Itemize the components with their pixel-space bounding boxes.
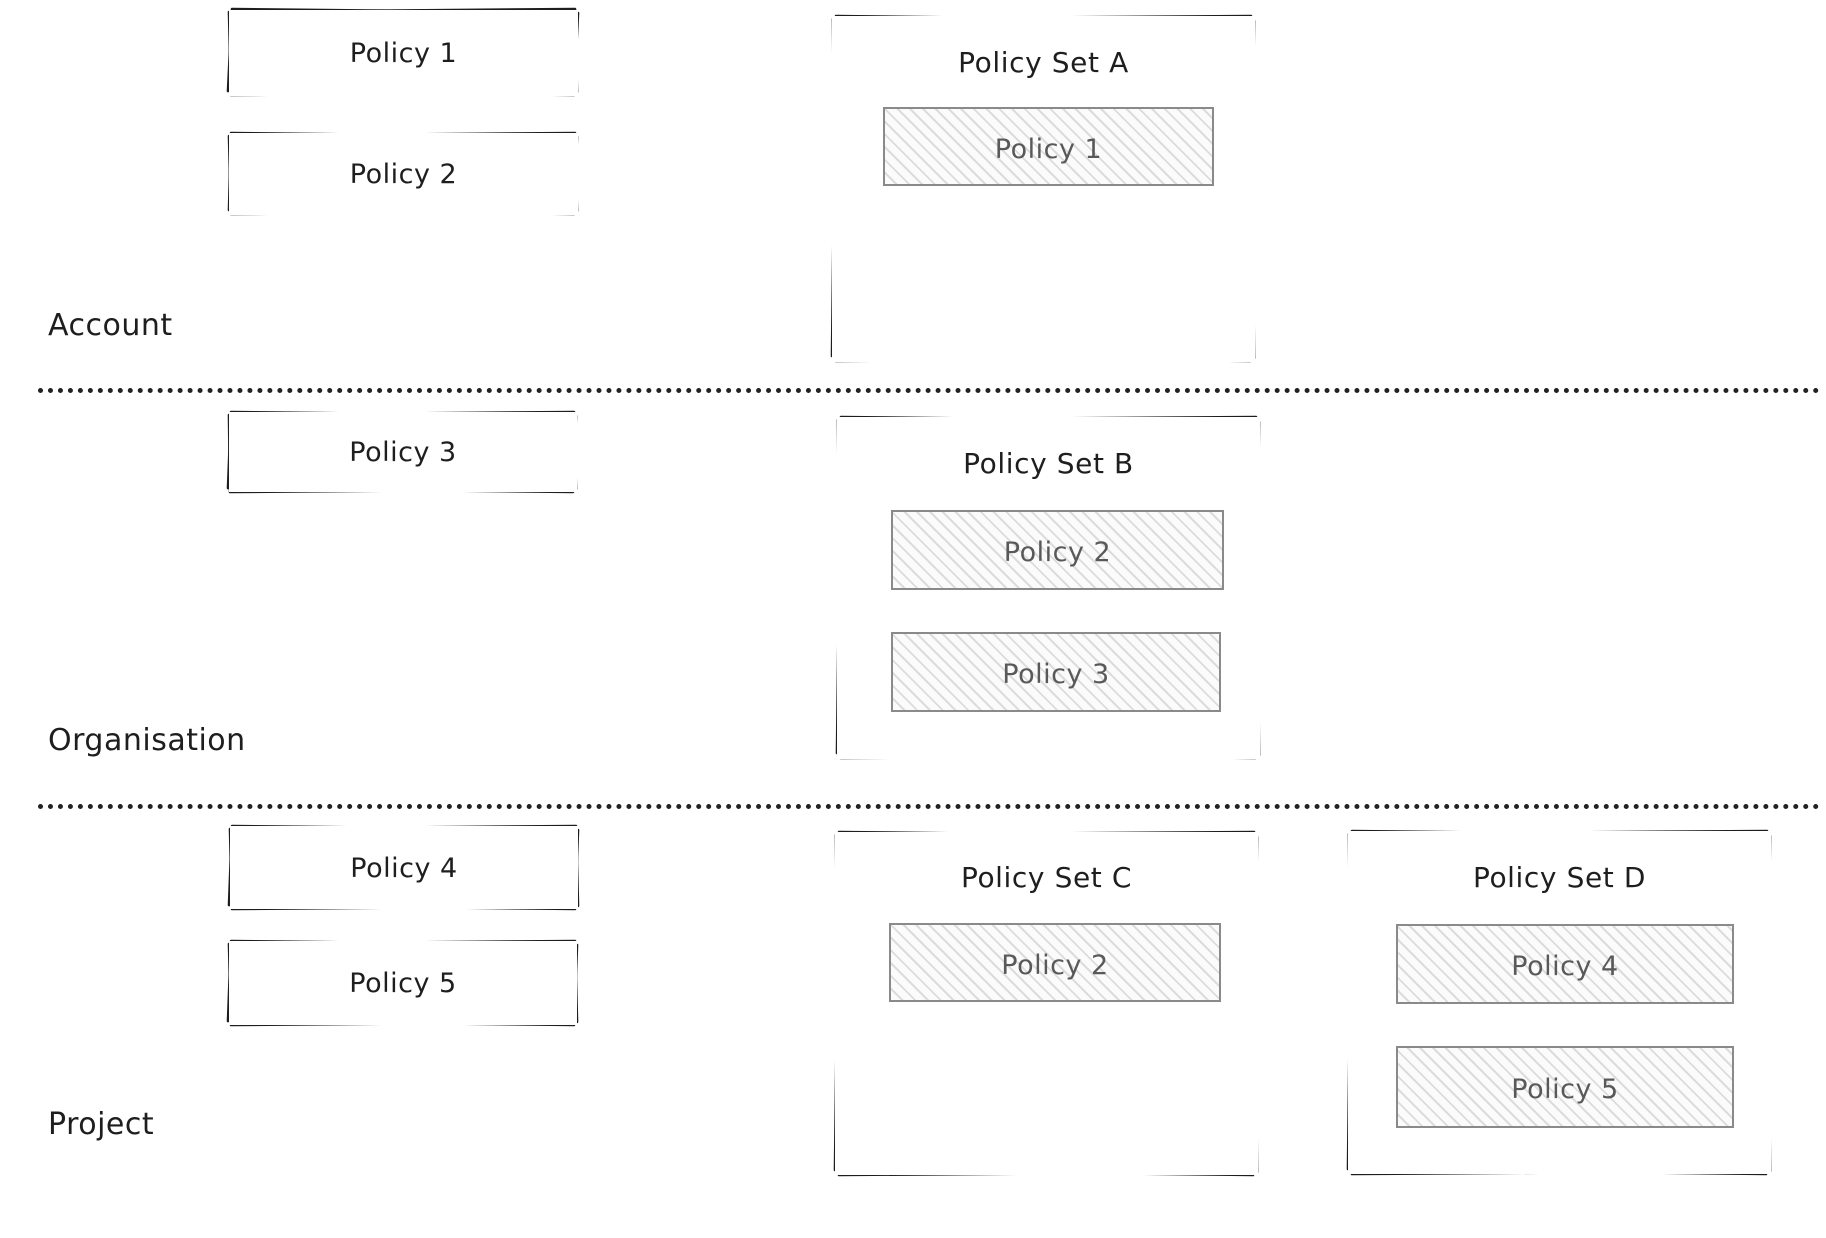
policy-set-title: Policy Set D	[1472, 861, 1647, 894]
policy-chip-label: Policy 5	[1511, 1074, 1619, 1105]
policy-chip-d-2[interactable]: Policy 5	[1396, 1046, 1734, 1128]
tier-label-organisation: Organisation	[48, 723, 246, 758]
policy-chip-a-1[interactable]: Policy 1	[883, 107, 1214, 186]
policy-chip-label: Policy 3	[1002, 659, 1110, 690]
policy-chip-label: Policy 2	[1003, 537, 1112, 568]
policy-chip-b-2[interactable]: Policy 3	[891, 632, 1221, 712]
policy-chip-c-1[interactable]: Policy 2	[889, 923, 1221, 1002]
policy-box-label: Policy 1	[349, 38, 458, 69]
tier-divider-organisation	[38, 804, 1820, 809]
policy-box-account-2[interactable]: Policy 2	[229, 133, 578, 215]
policy-set-c[interactable]: Policy Set C Policy 2	[835, 832, 1258, 1175]
policy-set-title: Policy Set B	[963, 447, 1134, 480]
policy-box-account-1[interactable]: Policy 1	[229, 10, 578, 96]
policy-box-label: Policy 5	[349, 968, 457, 999]
policy-chip-label: Policy 2	[1001, 950, 1109, 981]
policy-box-label: Policy 3	[349, 437, 457, 468]
policy-box-organisation-1[interactable]: Policy 3	[229, 412, 577, 492]
policy-set-title: Policy Set C	[960, 861, 1133, 894]
tier-label-account: Account	[48, 308, 173, 343]
policy-chip-label: Policy 1	[994, 134, 1103, 165]
tier-divider-account	[38, 388, 1820, 393]
policy-chip-d-1[interactable]: Policy 4	[1396, 924, 1734, 1004]
policy-set-b[interactable]: Policy Set B Policy 2 Policy 3	[837, 417, 1260, 759]
policy-set-title: Policy Set A	[958, 46, 1129, 79]
policy-set-d[interactable]: Policy Set D Policy 4 Policy 5	[1348, 831, 1771, 1174]
policy-box-project-2[interactable]: Policy 5	[229, 941, 577, 1025]
policy-box-project-1[interactable]: Policy 4	[230, 826, 578, 909]
tier-label-project: Project	[48, 1107, 155, 1142]
policy-chip-label: Policy 4	[1511, 951, 1619, 982]
policy-set-a[interactable]: Policy Set A Policy 1	[832, 16, 1255, 362]
policy-box-label: Policy 4	[350, 853, 458, 884]
policy-chip-b-1[interactable]: Policy 2	[891, 510, 1224, 590]
policy-box-label: Policy 2	[349, 159, 458, 190]
